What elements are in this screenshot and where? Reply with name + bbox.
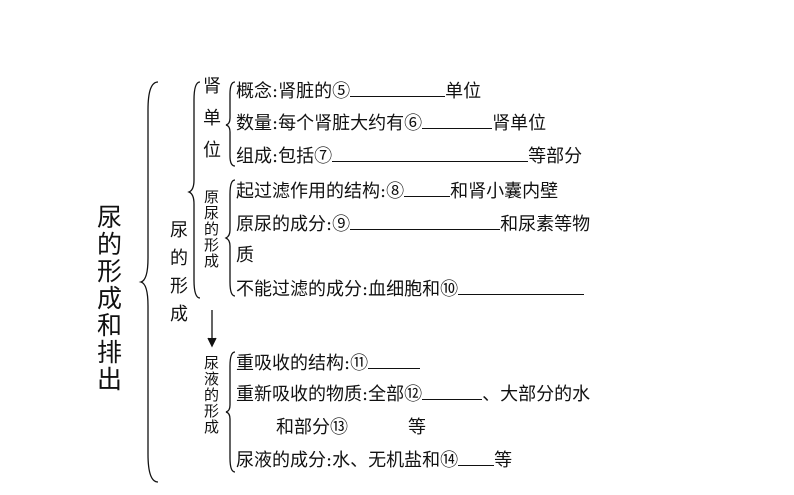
final-urine-label: 尿 液 的 形 成 <box>204 354 220 436</box>
blank-11[interactable] <box>368 352 421 369</box>
main-brace <box>138 81 159 483</box>
reabsorb-structure-line: 重吸收的结构:⑪ <box>236 352 421 375</box>
blank-10[interactable] <box>458 278 585 295</box>
primary-urine-label: 原 尿 的 形 成 <box>204 188 220 270</box>
blank-14[interactable] <box>458 449 495 466</box>
final-urine-brace <box>225 351 236 473</box>
kidney-unit-brace <box>225 81 236 167</box>
down-arrow <box>207 310 217 348</box>
subtitle: 尿 的 形 成 <box>170 220 188 325</box>
blank-12[interactable] <box>422 383 483 400</box>
not-filtered-line: 不能过滤的成分:血细胞和⑩ <box>236 278 585 301</box>
blank-7[interactable] <box>332 145 529 162</box>
blank-6[interactable] <box>422 112 493 129</box>
primary-urine-brace <box>224 179 236 297</box>
blank-8[interactable] <box>404 180 451 197</box>
primary-urine-components-cont: 质 <box>236 245 254 266</box>
sub-brace <box>187 81 201 299</box>
blank-9[interactable] <box>350 213 501 230</box>
kidney-unit-label: 肾 单 位 <box>203 76 221 161</box>
blank-13[interactable] <box>348 416 408 433</box>
reabsorbed-line: 重新吸收的物质:全部⑫、大部分的水 <box>236 383 591 405</box>
blank-5[interactable] <box>350 80 446 97</box>
main-title: 尿 的 形 成 和 排 出 <box>97 203 123 394</box>
